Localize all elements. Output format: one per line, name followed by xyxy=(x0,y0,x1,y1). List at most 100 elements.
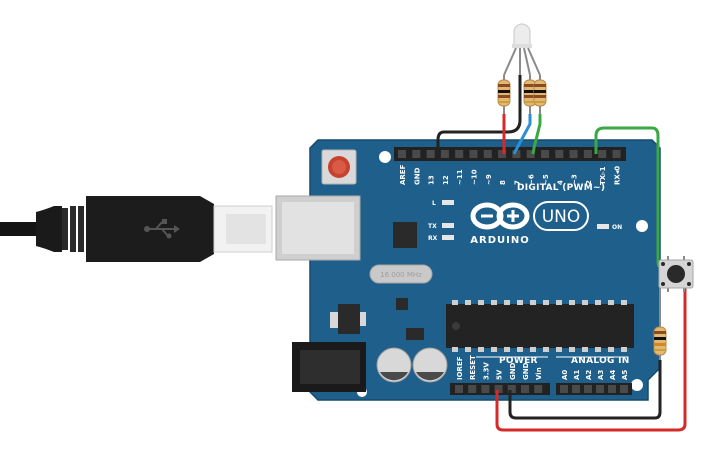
push-button[interactable] xyxy=(658,256,694,292)
digital-socket[interactable] xyxy=(426,150,435,158)
digital-socket[interactable] xyxy=(469,150,478,158)
ic-pin xyxy=(621,300,627,305)
ic-pin xyxy=(556,300,562,305)
analog-pin-label: A4 xyxy=(609,370,617,380)
power-pin-label: Vin xyxy=(535,367,543,380)
ic-pin xyxy=(530,347,536,352)
ic-pin xyxy=(452,347,458,352)
digital-header-label: DIGITAL (PWM~) xyxy=(517,183,605,193)
digital-socket[interactable] xyxy=(512,150,521,158)
wire-5v-red[interactable] xyxy=(495,284,687,432)
ic-pin xyxy=(621,347,627,352)
digital-socket[interactable] xyxy=(541,150,549,158)
resistor-blue[interactable] xyxy=(523,75,537,114)
digital-socket[interactable] xyxy=(583,150,592,158)
analog-pin-label: A3 xyxy=(597,370,605,380)
mount-hole xyxy=(379,151,391,163)
digital-pin-label: AREF xyxy=(399,164,407,185)
ic-pin xyxy=(582,300,588,305)
analog-header-label: ANALOG IN xyxy=(571,356,630,366)
ic-pin xyxy=(543,347,549,352)
ic-pin xyxy=(582,347,588,352)
svg-text:TX: TX xyxy=(428,223,437,230)
power-socket[interactable] xyxy=(534,385,543,393)
digital-socket[interactable] xyxy=(598,150,607,158)
analog-socket[interactable] xyxy=(608,385,616,393)
analog-pin-label: A5 xyxy=(621,370,629,380)
model-label: UNO xyxy=(542,207,581,227)
arduino-board[interactable]: 16.000 MHz L TX RX xyxy=(275,139,661,401)
resistor-pulldown[interactable] xyxy=(653,288,667,360)
power-pin-label: IOREF xyxy=(456,356,464,380)
svg-text:ON: ON xyxy=(612,224,622,231)
power-pin-label: 3.3V xyxy=(482,362,490,380)
power-socket[interactable] xyxy=(455,385,463,393)
ic-pin xyxy=(478,300,484,305)
digital-socket[interactable] xyxy=(455,150,464,158)
power-pin-label: 5V xyxy=(496,369,504,380)
mount-hole xyxy=(631,379,643,391)
wire-green-pin7[interactable] xyxy=(531,114,542,155)
digital-pin-label: ~5 xyxy=(542,174,550,185)
power-pin-label: RESET xyxy=(469,355,477,380)
resistor-green[interactable] xyxy=(533,75,547,114)
analog-socket[interactable] xyxy=(584,385,592,393)
ic-pin xyxy=(595,347,601,352)
power-socket[interactable] xyxy=(494,385,503,393)
digital-socket[interactable] xyxy=(498,150,507,158)
analog-socket[interactable] xyxy=(572,385,580,393)
digital-socket[interactable] xyxy=(398,150,406,158)
analog-socket[interactable] xyxy=(620,385,628,393)
analog-socket[interactable] xyxy=(560,385,568,393)
digital-pin-label: 8 xyxy=(499,180,507,185)
analog-pin-label: A2 xyxy=(585,370,593,380)
wire-gnd-led[interactable] xyxy=(436,75,522,154)
crystal-label: 16.000 MHz xyxy=(380,271,422,279)
led-on: ON xyxy=(597,224,622,231)
ic-pin xyxy=(504,347,510,352)
usb-icon xyxy=(144,219,180,239)
analog-socket[interactable] xyxy=(596,385,604,393)
digital-socket[interactable] xyxy=(483,150,492,158)
led-l: L xyxy=(432,200,454,207)
atmega-chip xyxy=(446,300,634,352)
usb-cable[interactable] xyxy=(0,196,273,262)
digital-socket[interactable] xyxy=(526,150,535,158)
ic-pin xyxy=(452,300,458,305)
power-socket[interactable] xyxy=(468,385,477,393)
rgb-led[interactable] xyxy=(503,23,541,76)
digital-pin-label: 4 xyxy=(556,180,564,185)
ic-pin xyxy=(517,300,523,305)
power-socket[interactable] xyxy=(481,385,490,393)
power-socket[interactable] xyxy=(507,385,516,393)
wire-blue-pin8[interactable] xyxy=(512,114,532,155)
ic-pin xyxy=(465,300,471,305)
ic-pin xyxy=(595,300,601,305)
ic-pin xyxy=(478,347,484,352)
digital-socket[interactable] xyxy=(612,150,621,158)
ic-pin xyxy=(608,347,614,352)
resistor-red[interactable] xyxy=(497,75,511,114)
power-pin-label: GND xyxy=(522,362,530,380)
digital-socket[interactable] xyxy=(440,150,449,158)
digital-header xyxy=(394,147,626,161)
reset-button[interactable] xyxy=(321,149,357,185)
power-socket[interactable] xyxy=(521,385,529,393)
digital-socket[interactable] xyxy=(569,150,578,158)
power-pin-label: GND xyxy=(509,362,517,380)
ic-pin xyxy=(569,347,575,352)
led-tx: TX xyxy=(428,223,454,230)
ic-pin xyxy=(556,347,562,352)
digital-pin-label: ~9 xyxy=(485,174,493,185)
analog-pin-label: A1 xyxy=(573,370,581,380)
digital-pin-label: ~6 xyxy=(528,174,536,185)
ic-pin xyxy=(530,300,536,305)
usb-chip xyxy=(393,222,417,248)
crystal-oscillator: 16.000 MHz xyxy=(369,264,433,284)
wire-gnd-black[interactable] xyxy=(508,360,662,420)
small-chip xyxy=(406,328,424,340)
digital-socket[interactable] xyxy=(412,150,421,158)
digital-socket[interactable] xyxy=(555,150,564,158)
brand-label: ARDUINO xyxy=(470,235,529,246)
